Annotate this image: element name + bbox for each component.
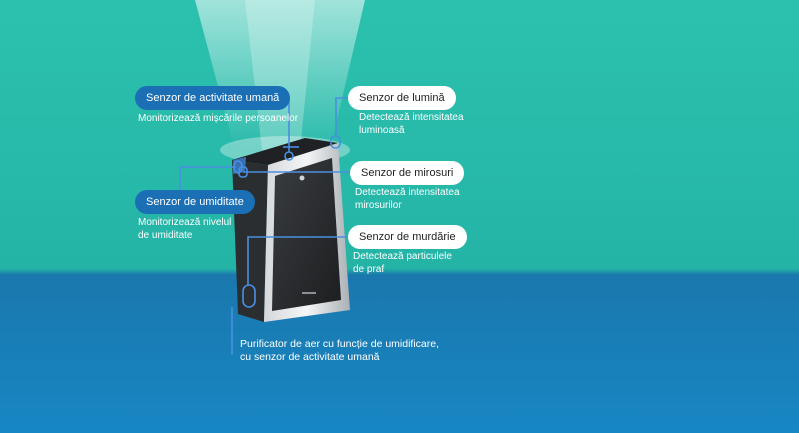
dirt-sensor-label: Senzor de murdărie (348, 225, 467, 249)
human-activity-sensor-description: Monitorizează mișcările persoanelor (138, 113, 299, 124)
humidity-sensor-description: Monitorizează nivelul de umiditate (138, 217, 232, 241)
odor-sensor-label: Senzor de mirosuri (350, 161, 465, 185)
light-sensor-description: Detectează intensitatea luminoasă (359, 112, 464, 136)
odor-sensor-description: Detectează intensitatea mirosurilor (355, 187, 460, 211)
air-purifier (232, 138, 350, 322)
dirt-sensor-description: Detectează particulele de praf (353, 251, 452, 275)
brand-emblem-icon (299, 175, 305, 181)
product-caption: Purificator de aer cu funcție de umidifi… (240, 338, 440, 363)
light-sensor-label: Senzor de lumină (348, 86, 456, 110)
human-activity-sensor-label: Senzor de activitate umană (135, 86, 291, 110)
humidity-sensor-label: Senzor de umiditate (135, 190, 255, 214)
